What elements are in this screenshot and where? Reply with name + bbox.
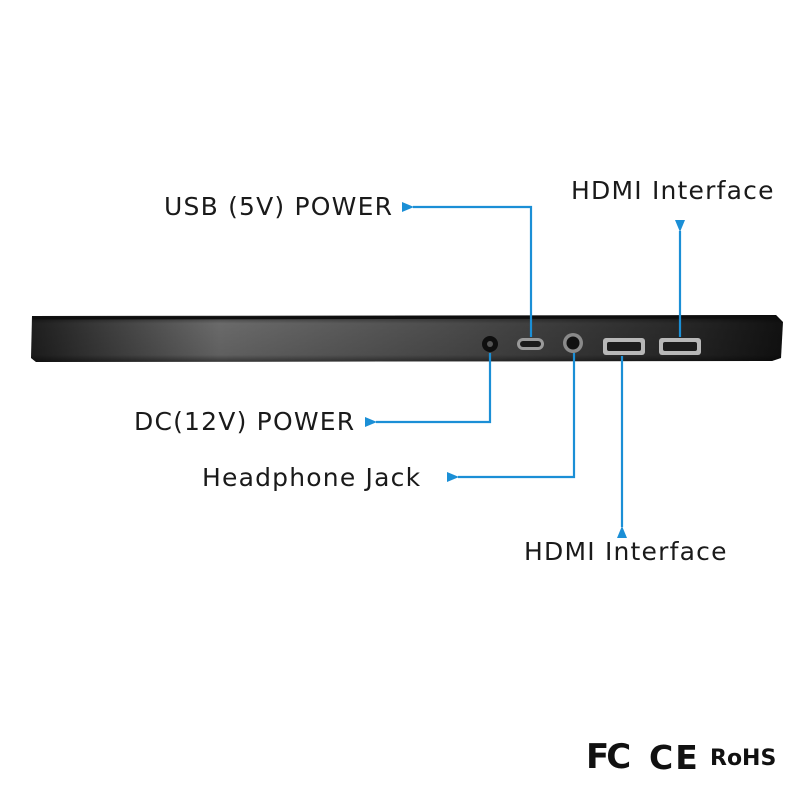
rohs-mark-icon: RoHS bbox=[710, 746, 777, 771]
headphone-jack-label: Headphone Jack bbox=[202, 463, 422, 492]
ce-mark-icon: CE bbox=[649, 738, 700, 777]
headphone-jack-icon bbox=[563, 333, 583, 353]
hdmi-port-icon bbox=[659, 338, 701, 355]
headphone-jack-arrow bbox=[447, 353, 576, 482]
dc-power-label: DC(12V) POWER bbox=[134, 407, 356, 436]
usb-power-label: USB (5V) POWER bbox=[164, 192, 394, 221]
certification-marks: FC CE RoHS bbox=[586, 740, 776, 778]
hdmi-interface-top-label: HDMI Interface bbox=[571, 176, 775, 205]
hdmi-interface-bottom-label: HDMI Interface bbox=[524, 537, 728, 566]
monitor-side-edge bbox=[31, 315, 783, 362]
usb-c-port-icon bbox=[517, 338, 544, 350]
usb-power-arrow bbox=[402, 202, 533, 337]
dc-barrel-port-icon bbox=[482, 336, 498, 352]
dc-power-arrow bbox=[365, 353, 492, 427]
fcc-mark-icon: FC bbox=[586, 737, 631, 777]
hdmi-port-icon bbox=[603, 338, 645, 355]
